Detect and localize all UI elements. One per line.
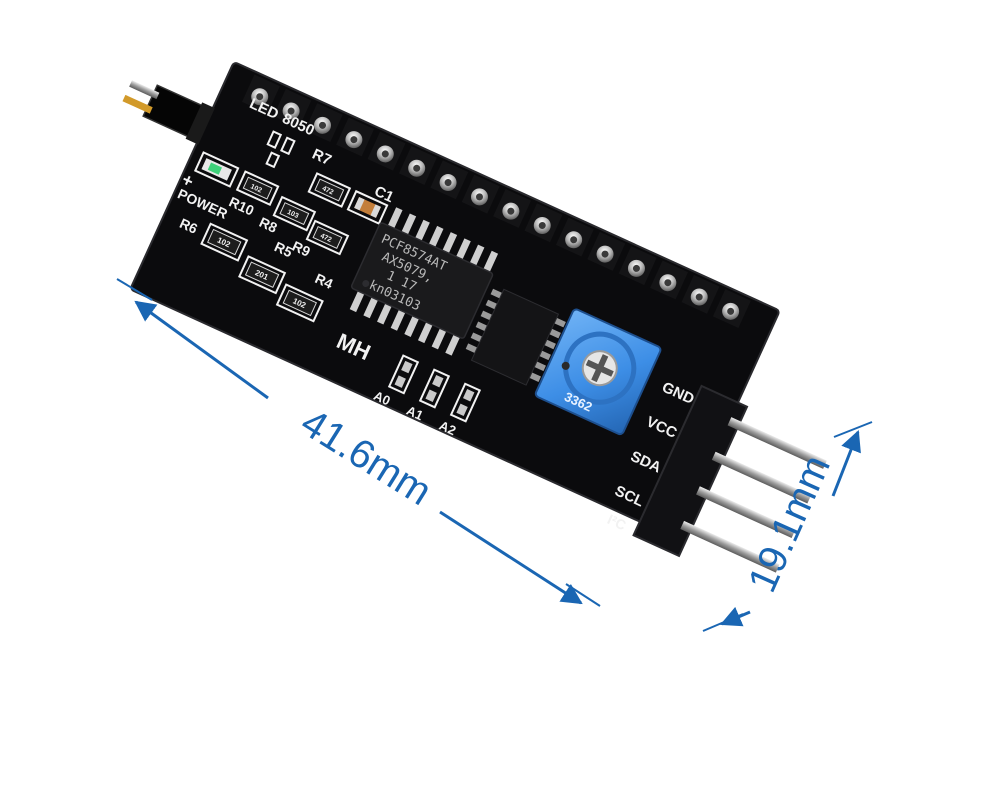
header-pin (304, 103, 343, 143)
pin-scl (680, 520, 780, 573)
chip-pin (414, 219, 430, 243)
svg-text:103: 103 (286, 209, 300, 220)
label-r5: R5 (272, 238, 295, 260)
chip-pin (404, 314, 420, 337)
width-extension-top (833, 421, 873, 438)
pot-mark (561, 361, 570, 370)
label-r7: R7 (309, 146, 334, 169)
transistor-8050 (265, 130, 296, 169)
chip-pin (431, 326, 448, 350)
chip-pin (400, 213, 417, 237)
label-r8: R8 (257, 214, 280, 236)
address-jumper-a1 (418, 368, 451, 409)
capacitor-c1 (346, 189, 389, 225)
chip-pin (387, 207, 403, 231)
resistor-r6: 102 (200, 222, 249, 262)
resistor-r4: 102 (275, 283, 324, 323)
chip-pin (441, 232, 458, 256)
pin-sda (696, 486, 796, 539)
label-r4: R4 (313, 270, 336, 292)
width-arrow-top (831, 430, 861, 497)
chip-pin1-dot (362, 280, 370, 288)
resistor-r8: 103 (272, 195, 317, 232)
header-pin (398, 146, 437, 185)
pin-gnd (727, 417, 827, 469)
i2c-lcd-adapter-board: GND VCC SDA SCL I²C LED 8050 R7 C1 472 (122, 62, 827, 573)
chip-pin (417, 320, 434, 344)
resistor-r9: 472 (305, 219, 350, 256)
header-pin (493, 188, 532, 228)
label-r9: R9 (290, 238, 313, 260)
resistor-r7: 472 (307, 172, 352, 208)
length-arrow-left (134, 300, 269, 400)
i2c-label: I²C (605, 511, 629, 533)
pin-header-housing (632, 384, 749, 558)
svg-text:102: 102 (249, 183, 263, 194)
width-arrow-bottom (720, 606, 751, 627)
header-pin (430, 160, 469, 200)
resistor-r5: 201 (238, 255, 287, 295)
header-pin (712, 289, 751, 329)
header-pin (461, 174, 500, 214)
chip-pin (349, 289, 366, 313)
chip-body (350, 222, 494, 339)
chip-pin (363, 295, 379, 319)
pcf8574-chip: PCF8574AT AX5079, 1 17 kn03103 (349, 207, 499, 356)
header-pin (242, 74, 280, 114)
label-a1: A1 (404, 403, 425, 424)
width-dimension: 19.1mm (702, 421, 873, 632)
jumper-base (185, 102, 215, 145)
header-pin (524, 203, 563, 243)
jumper-pin-1 (129, 80, 160, 100)
jumper-pin-2 (122, 94, 153, 114)
chip-pin (468, 244, 485, 268)
chip-pin (482, 250, 499, 274)
header-pin (681, 274, 720, 314)
svg-text:472: 472 (319, 233, 333, 244)
header-pin (650, 260, 689, 300)
header-pin (555, 217, 594, 257)
header-pin (587, 231, 626, 271)
header-pin (336, 117, 375, 157)
label-a2: A2 (437, 418, 458, 439)
pot-slot-v (591, 354, 609, 383)
pot-knob-ring (563, 331, 637, 405)
secondary-ic (465, 288, 566, 386)
power-led (193, 151, 240, 188)
header-pin (273, 88, 312, 128)
address-jumper-a0 (387, 354, 420, 395)
chip-pin (377, 301, 393, 325)
header-pin (367, 131, 406, 171)
address-jumper-a2 (449, 382, 482, 423)
header-pin (618, 246, 657, 286)
label-r6: R6 (177, 215, 200, 237)
pin-vcc (711, 451, 812, 504)
chip-pin (445, 332, 461, 356)
backlight-jumper (122, 80, 215, 145)
length-extension-left (116, 278, 153, 301)
svg-text:472: 472 (321, 185, 335, 196)
label-a0: A0 (371, 388, 392, 409)
lcd-header-row (242, 74, 751, 329)
chip-pin (427, 225, 444, 249)
chip-pin (455, 238, 471, 262)
resistor-r10: 102 (235, 170, 280, 206)
length-arrow-right (439, 510, 583, 605)
chip-pin (390, 307, 407, 331)
contrast-potentiometer: 3362 (534, 308, 662, 436)
i2c-pin-header (632, 384, 827, 573)
